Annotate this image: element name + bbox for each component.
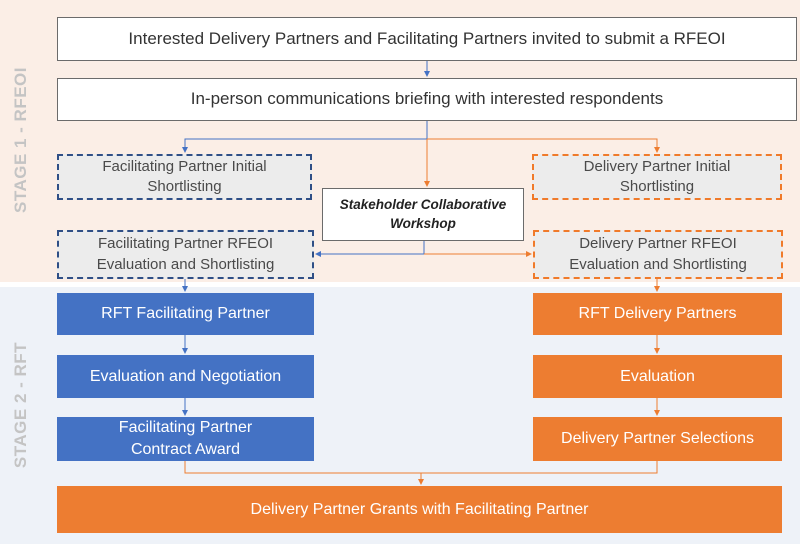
dp-selections-box: Delivery Partner Selections xyxy=(533,417,782,461)
fp-contract-award-box: Facilitating Partner Contract Award xyxy=(57,417,314,461)
rft-delivery-partners-box: RFT Delivery Partners xyxy=(533,293,782,335)
rft-facilitating-partner-text: RFT Facilitating Partner xyxy=(101,305,270,323)
dp-rfeoi-evaluation-box: Delivery Partner RFEOI Evaluation and Sh… xyxy=(533,230,783,279)
workshop-text: Stakeholder Collaborative Workshop xyxy=(339,197,507,231)
evaluation-negotiation-box: Evaluation and Negotiation xyxy=(57,355,314,398)
dp-initial-shortlisting-text: Delivery Partner Initial Shortlisting xyxy=(583,157,731,195)
briefing-text: In-person communications briefing with i… xyxy=(190,89,664,109)
rft-facilitating-partner-box: RFT Facilitating Partner xyxy=(57,293,314,335)
grants-text: Delivery Partner Grants with Facilitatin… xyxy=(250,500,589,518)
grants-box: Delivery Partner Grants with Facilitatin… xyxy=(57,486,782,533)
dp-initial-shortlisting-box: Delivery Partner Initial Shortlisting xyxy=(532,154,782,200)
stage-1-label: STAGE 1 - RFEOI xyxy=(11,66,30,214)
fp-initial-shortlisting-text: Facilitating Partner Initial Shortlistin… xyxy=(102,157,267,195)
fp-rfeoi-evaluation-box: Facilitating Partner RFEOI Evaluation an… xyxy=(57,230,314,279)
evaluation-box: Evaluation xyxy=(533,355,782,398)
evaluation-negotiation-text: Evaluation and Negotiation xyxy=(89,367,282,385)
invite-text: Interested Delivery Partners and Facilit… xyxy=(128,28,726,48)
dp-rfeoi-evaluation-text: Delivery Partner RFEOI Evaluation and Sh… xyxy=(569,235,747,273)
stage-2-label: STAGE 2 - RFT xyxy=(11,341,30,469)
briefing-box: In-person communications briefing with i… xyxy=(57,78,797,121)
dp-selections-text: Delivery Partner Selections xyxy=(561,430,754,448)
invite-box: Interested Delivery Partners and Facilit… xyxy=(57,17,797,61)
fp-contract-award-text: Facilitating Partner Contract Award xyxy=(118,419,253,458)
evaluation-text: Evaluation xyxy=(620,367,695,385)
fp-rfeoi-evaluation-text: Facilitating Partner RFEOI Evaluation an… xyxy=(96,235,275,273)
fp-initial-shortlisting-box: Facilitating Partner Initial Shortlistin… xyxy=(57,154,312,200)
rft-delivery-partners-text: RFT Delivery Partners xyxy=(578,305,737,323)
workshop-box: Stakeholder Collaborative Workshop xyxy=(322,188,524,241)
